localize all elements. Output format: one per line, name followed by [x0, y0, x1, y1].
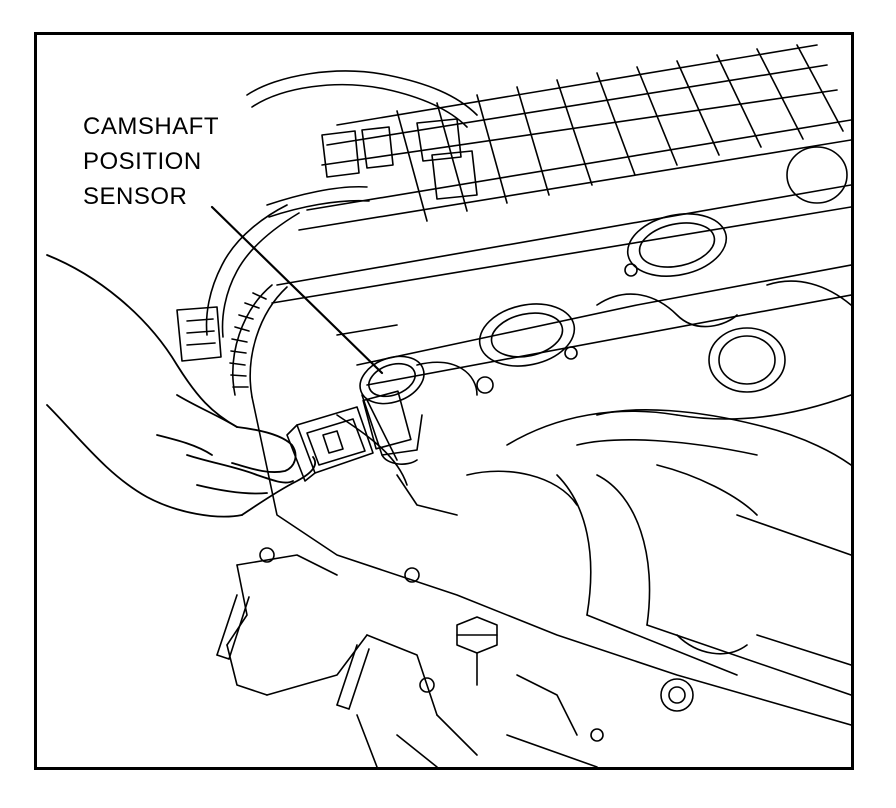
- callout-leader-line: [212, 207, 382, 373]
- callout-label-line1: CAMSHAFT: [83, 113, 219, 140]
- callout-label-line3: SENSOR: [83, 183, 188, 210]
- exhaust-manifold: [557, 410, 851, 711]
- cylinder-head: [252, 147, 851, 725]
- camshaft-position-sensor: [353, 348, 430, 464]
- figure-frame: CAMSHAFT POSITION SENSOR: [34, 32, 854, 770]
- engine-block-lower: [217, 548, 603, 767]
- callout-label-line2: POSITION: [83, 148, 202, 175]
- callout-label: CAMSHAFT POSITION SENSOR: [83, 109, 219, 214]
- intake-manifold: [272, 45, 851, 303]
- engine-line-drawing: [37, 35, 851, 767]
- hand: [47, 255, 315, 517]
- sensor-connector: [287, 407, 373, 481]
- wiring-harness: [177, 71, 477, 361]
- cam-sprocket: [230, 285, 287, 397]
